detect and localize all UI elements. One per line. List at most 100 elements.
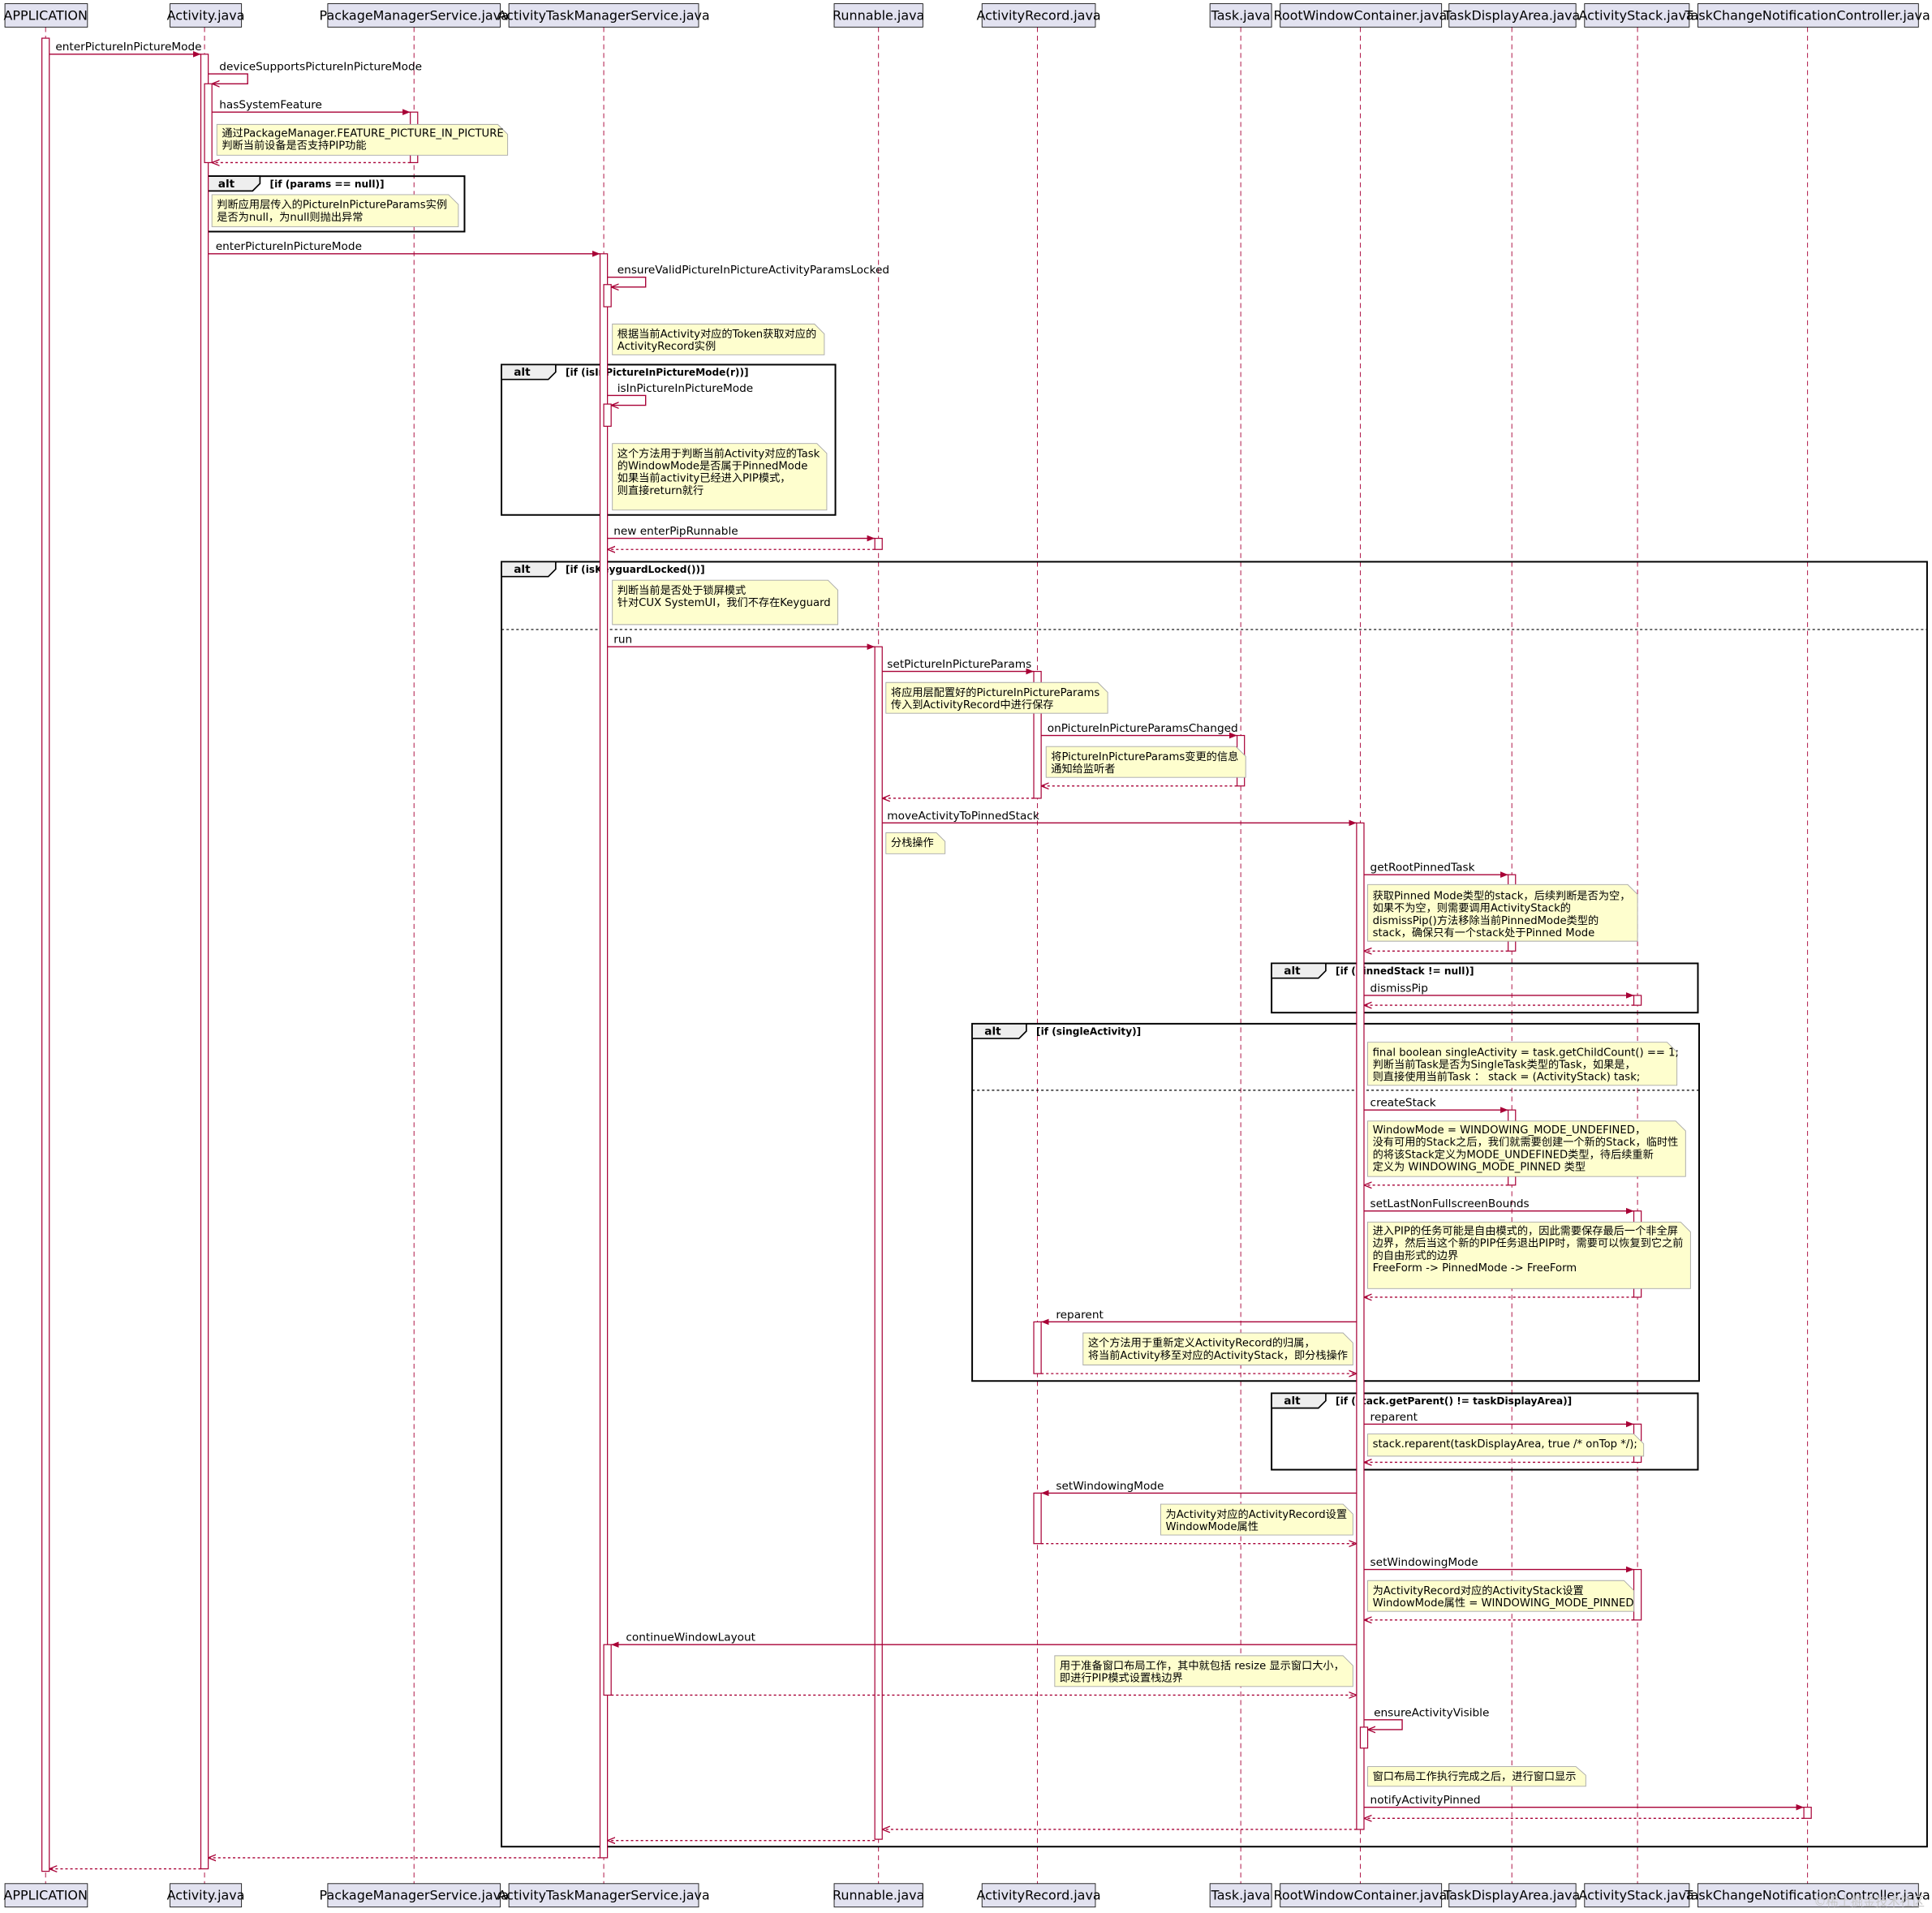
svg-text:[if (isKeyguardLocked())]: [if (isKeyguardLocked())]: [566, 564, 705, 575]
fragment-single-activity: alt [if (singleActivity)]: [971, 1022, 1700, 1382]
note: WindowMode = WINDOWING_MODE_UNDEFINED，没有…: [1367, 1120, 1686, 1177]
participant-task: Task.java: [1209, 1883, 1272, 1908]
message: notifyActivityPinned: [1363, 1794, 1805, 1811]
svg-text:alt: alt: [1284, 1395, 1301, 1408]
participant-headers-bottom: APPLICATION Activity.java PackageManager…: [3, 1883, 1930, 1908]
participant-taskdisplayarea: TaskDisplayArea.java: [1443, 1883, 1580, 1908]
svg-text:Task.java: Task.java: [1211, 1888, 1271, 1903]
participant-rootwindowcontainer: RootWindowContainer.java: [1274, 1883, 1447, 1908]
activation-bar: [1033, 1492, 1042, 1545]
note: 判断当前是否处于锁屏模式针对CUX SystemUI，我们不存在Keyguard: [612, 579, 839, 625]
svg-text:判断当前是否处于锁屏模式针对CUX SystemUI，我们不: 判断当前是否处于锁屏模式针对CUX SystemUI，我们不存在Keyguard: [617, 583, 831, 609]
svg-text:Activity.java: Activity.java: [167, 7, 245, 23]
svg-text:Activity.java: Activity.java: [167, 1888, 245, 1903]
svg-text:setLastNonFullscreenBounds: setLastNonFullscreenBounds: [1370, 1197, 1530, 1210]
participant-activityrecord: ActivityRecord.java: [977, 3, 1101, 28]
activation-bar: [1633, 1568, 1642, 1621]
message: new enterPipRunnable: [607, 525, 876, 542]
fragment-pinned-stack: alt [if (pinnedStack != null)]: [1271, 962, 1699, 1014]
participant-activitystack: ActivityStack.java: [1578, 1883, 1694, 1908]
svg-text:alt: alt: [218, 178, 235, 191]
svg-text:[if (singleActivity)]: [if (singleActivity)]: [1036, 1026, 1141, 1038]
message: setLastNonFullscreenBounds: [1363, 1197, 1634, 1214]
participant-taskdisplayarea: TaskDisplayArea.java: [1443, 3, 1580, 28]
svg-text:APPLICATION: APPLICATION: [3, 1888, 87, 1903]
svg-text:将应用层配置好的PictureInPictureParams: 将应用层配置好的PictureInPictureParams传入到Activit…: [891, 686, 1100, 711]
svg-text:ActivityTaskManagerService.jav: ActivityTaskManagerService.java: [497, 1888, 709, 1903]
participant-task: Task.java: [1209, 3, 1272, 28]
participant-activityrecord: ActivityRecord.java: [977, 1883, 1101, 1908]
message: reparent: [1041, 1309, 1357, 1326]
participant-application: APPLICATION: [3, 1883, 88, 1908]
svg-text:isInPictureInPictureMode: isInPictureInPictureMode: [617, 382, 753, 395]
message: continueWindowLayout: [611, 1631, 1357, 1649]
svg-text:deviceSupportsPictureInPicture: deviceSupportsPictureInPictureMode: [219, 61, 422, 74]
note: 进入PIP的任务可能是自由模式的，因此需要保存最后一个非全屏边界，然后当这个新的…: [1367, 1221, 1691, 1289]
message: setWindowingMode: [1363, 1556, 1634, 1573]
svg-text:用于准备窗口布局工作，其中就包括 resize 显示窗口大小: 用于准备窗口布局工作，其中就包括 resize 显示窗口大小，即进行PIP模式设…: [1060, 1659, 1345, 1685]
svg-text:createStack: createStack: [1370, 1097, 1436, 1110]
note: 分栈操作: [885, 832, 946, 854]
note: 通过PackageManager.FEATURE_PICTURE_IN_PICT…: [216, 123, 509, 156]
svg-text:final boolean singleActivity =: final boolean singleActivity = task.getC…: [1373, 1047, 1679, 1083]
note: 窗口布局工作执行完成之后，进行窗口显示: [1367, 1766, 1586, 1787]
message: enterPictureInPictureMode: [208, 240, 600, 257]
self-message: ensureActivityVisible: [1363, 1706, 1489, 1730]
message: moveActivityToPinnedStack: [882, 810, 1357, 827]
activation-bar: [200, 54, 209, 1870]
activation-bar: [603, 403, 612, 428]
svg-text:setPictureInPictureParams: setPictureInPictureParams: [887, 658, 1031, 671]
svg-text:进入PIP的任务可能是自由模式的，因此需要保存最后一个非全屏: 进入PIP的任务可能是自由模式的，因此需要保存最后一个非全屏边界，然后当这个新的…: [1373, 1224, 1684, 1275]
svg-text:[if (stack.getParent() != task: [if (stack.getParent() != taskDisplayAre…: [1336, 1395, 1572, 1407]
activation-bar: [603, 284, 612, 307]
svg-text:ensureValidPictureInPictureAct: ensureValidPictureInPictureActivityParam…: [617, 264, 889, 277]
svg-text:reparent: reparent: [1370, 1411, 1418, 1424]
svg-text:setWindowingMode: setWindowingMode: [1056, 1480, 1164, 1493]
note: 将PictureInPictureParams变更的信息通知给监听者: [1045, 746, 1246, 778]
svg-text:将PictureInPictureParams变更的信息通知: 将PictureInPictureParams变更的信息通知给监听者: [1051, 750, 1238, 776]
participant-application: APPLICATION: [3, 3, 88, 28]
svg-text:alt: alt: [1284, 965, 1301, 978]
svg-text:alt: alt: [514, 563, 531, 576]
fragment-stack-parent: alt [if (stack.getParent() != taskDispla…: [1271, 1392, 1699, 1471]
svg-text:窗口布局工作执行完成之后，进行窗口显示: 窗口布局工作执行完成之后，进行窗口显示: [1373, 1769, 1577, 1783]
svg-text:ActivityStack.java: ActivityStack.java: [1578, 7, 1693, 23]
svg-text:hasSystemFeature: hasSystemFeature: [219, 99, 322, 112]
activation-bar: [1356, 822, 1365, 1830]
svg-text:ensureActivityVisible: ensureActivityVisible: [1374, 1706, 1489, 1719]
self-message: ensureValidPictureInPictureActivityParam…: [607, 264, 889, 287]
svg-text:reparent: reparent: [1056, 1309, 1104, 1322]
svg-text:Task.java: Task.java: [1211, 7, 1271, 23]
svg-text:TaskChangeNotificationControll: TaskChangeNotificationController.java: [1685, 7, 1930, 23]
svg-text:run: run: [613, 634, 632, 647]
fragments: alt [if (params == null)] alt [if (isInP…: [204, 175, 1928, 1848]
participant-taskchangenotificationcontroller: TaskChangeNotificationController.java: [1685, 3, 1930, 28]
participant-runnable: Runnable.java: [833, 1883, 924, 1908]
svg-text:PackageManagerService.java: PackageManagerService.java: [320, 7, 509, 23]
participant-rootwindowcontainer: RootWindowContainer.java: [1274, 3, 1447, 28]
participant-packagemanagerservice: PackageManagerService.java: [320, 3, 509, 28]
note: 判断应用层传入的PictureInPictureParams实例是否为null，…: [211, 194, 459, 227]
note: 这个方法用于重新定义ActivityRecord的归属，将当前Activity移…: [1082, 1332, 1353, 1365]
svg-text:[if (params == null)]: [if (params == null)]: [270, 178, 385, 190]
svg-text:enterPictureInPictureMode: enterPictureInPictureMode: [216, 240, 362, 253]
svg-text:TaskDisplayArea.java: TaskDisplayArea.java: [1443, 1888, 1580, 1903]
message: reparent: [1363, 1411, 1634, 1428]
activation-bar: [874, 646, 883, 1840]
svg-text:[if (isInPictureInPictureMode(: [if (isInPictureInPictureMode(r))]: [566, 367, 749, 378]
note: stack.reparent(taskDisplayArea, true /* …: [1367, 1434, 1645, 1457]
svg-text:stack.reparent(taskDisplayArea: stack.reparent(taskDisplayArea, true /* …: [1373, 1438, 1637, 1451]
svg-text:ActivityTaskManagerService.jav: ActivityTaskManagerService.java: [497, 7, 709, 23]
message: dismissPip: [1363, 982, 1634, 999]
participant-activity: Activity.java: [167, 1883, 245, 1908]
svg-text:为ActivityRecord对应的ActivityStac: 为ActivityRecord对应的ActivityStack设置WindowM…: [1373, 1584, 1634, 1610]
svg-text:PackageManagerService.java: PackageManagerService.java: [320, 1888, 509, 1903]
svg-text:setWindowingMode: setWindowingMode: [1370, 1556, 1478, 1569]
svg-text:new enterPipRunnable: new enterPipRunnable: [613, 525, 738, 538]
message: enterPictureInPictureMode: [49, 41, 202, 58]
message: getRootPinnedTask: [1363, 862, 1508, 878]
